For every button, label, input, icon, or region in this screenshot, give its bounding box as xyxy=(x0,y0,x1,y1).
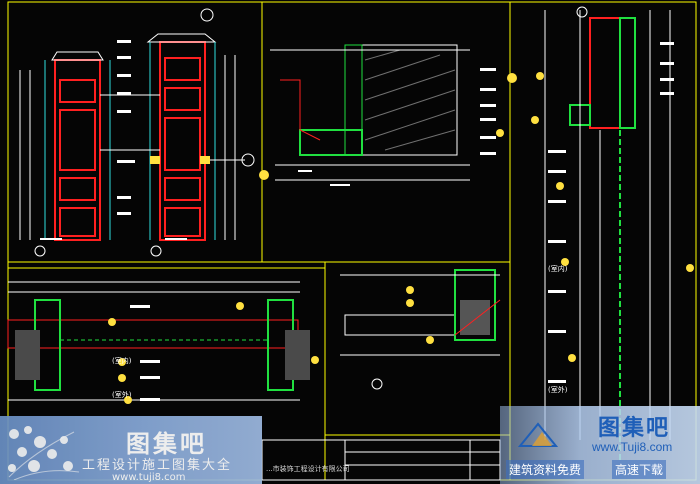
wall-plan-dim-tags xyxy=(130,305,160,401)
house-logo-icon xyxy=(518,422,558,447)
title-block xyxy=(261,439,501,481)
watermark-slogan: 工程设计施工图集大全 xyxy=(82,458,233,473)
watermark-url[interactable]: www.tuji8.com xyxy=(112,472,186,483)
watermark-right-brand: 图集吧 xyxy=(598,416,671,441)
room-label-inside-right: (室内) xyxy=(548,265,568,273)
door-elevation-left xyxy=(44,51,111,241)
flower-decoration-icon xyxy=(8,426,80,480)
watermark-tag-download: 高速下载 xyxy=(612,460,667,479)
section-top-dim-tags xyxy=(298,68,496,186)
watermark-tag-free: 建筑资料免费 xyxy=(506,460,585,479)
door-leader-lines xyxy=(19,55,245,240)
room-label-outside-right: (室外) xyxy=(548,386,568,394)
door-section-markers xyxy=(34,8,255,257)
watermark-brand: 图集吧 xyxy=(126,430,207,458)
door-elevation-right xyxy=(146,33,217,241)
watermark-right: 图集吧 www.Tuji8.com 建筑资料免费 高速下载 xyxy=(500,406,700,484)
company-name: ...市装饰工程设计有限公司 xyxy=(266,465,350,473)
door-yellow-rows xyxy=(150,156,210,164)
watermark-right-url[interactable]: www.Tuji8.com xyxy=(592,440,673,454)
room-label-inside-left: (室内) xyxy=(112,357,132,365)
section-right-yellow-markers xyxy=(531,72,694,362)
wall-plan-yellow-markers xyxy=(108,302,319,404)
section-top-yellow-markers xyxy=(259,73,517,180)
door-dimension-tags xyxy=(40,40,187,240)
wall-plan-bottom-left xyxy=(7,281,310,401)
bottom-centre-yellow-markers xyxy=(406,286,434,344)
section-detail-right xyxy=(544,10,671,460)
section-detail-top xyxy=(270,44,470,181)
section-detail-bottom-centre xyxy=(340,269,501,356)
section-right-dim-tags xyxy=(548,42,674,383)
bottom-centre-section-markers xyxy=(371,6,588,390)
room-label-outside-left: (室外) xyxy=(112,391,132,399)
watermark-left: 图集吧 工程设计施工图集大全 www.tuji8.com xyxy=(0,416,262,484)
